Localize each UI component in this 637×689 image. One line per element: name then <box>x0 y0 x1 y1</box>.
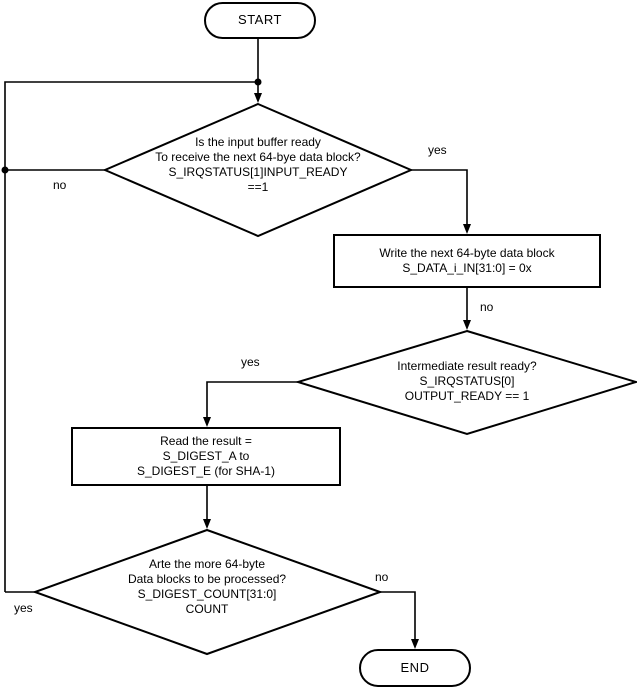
edge-label-write-block-no: no <box>480 300 494 314</box>
end-terminal[interactable] <box>360 650 470 686</box>
decision-more-blocks[interactable] <box>35 530 380 654</box>
edge-more-blocks-no <box>380 591 419 649</box>
start-terminal[interactable] <box>205 3 315 38</box>
process-write-block[interactable] <box>334 235 600 287</box>
start-terminal-shape[interactable] <box>204 2 316 39</box>
edge-label-result-ready-yes: yes <box>241 355 260 369</box>
edge-label-input-ready-no: no <box>53 178 67 192</box>
decision-input-ready[interactable] <box>105 104 411 236</box>
process-read-result-shape[interactable] <box>71 427 341 486</box>
edge-loopback-rail <box>4 81 258 592</box>
process-read-result[interactable] <box>72 428 340 485</box>
decision-more-blocks-shape[interactable] <box>32 528 383 656</box>
edge-label-more-blocks-yes: yes <box>14 601 33 615</box>
decision-input-ready-shape[interactable] <box>102 102 414 238</box>
edge-result-ready-yes <box>203 381 298 427</box>
decision-result-ready[interactable] <box>298 331 636 434</box>
process-write-block-shape[interactable] <box>333 234 601 288</box>
edge-label-input-ready-yes: yes <box>428 143 447 157</box>
junction-dot-left <box>1 166 9 174</box>
junction-dot-top <box>254 78 262 86</box>
decision-result-ready-shape[interactable] <box>294 329 637 436</box>
edge-input-ready-yes <box>411 169 471 234</box>
end-terminal-shape[interactable] <box>359 649 471 687</box>
edge-label-more-blocks-no: no <box>375 570 389 584</box>
